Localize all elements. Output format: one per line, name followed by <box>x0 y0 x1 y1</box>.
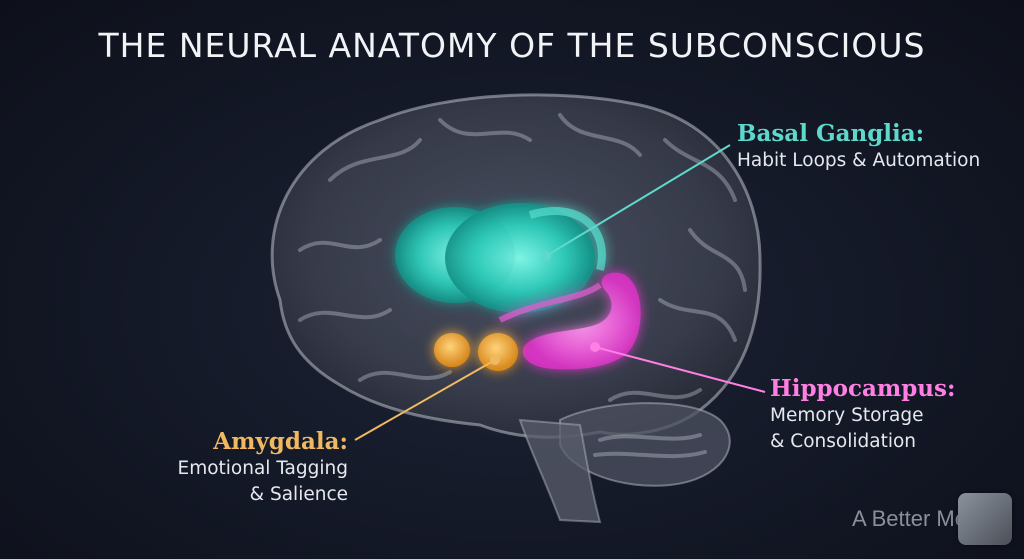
basal-ganglia-dot <box>541 251 551 261</box>
watermark-logo <box>958 493 1012 545</box>
amygdala-heading: Amygdala: <box>213 428 348 455</box>
basal-ganglia-heading: Basal Ganglia: <box>737 120 925 147</box>
amygdala-label: Amygdala: Emotional Tagging & Salience <box>150 428 349 508</box>
basal-ganglia-body <box>445 203 595 313</box>
amygdala-dot <box>490 355 500 365</box>
hippocampus-connector <box>594 346 766 393</box>
hippocampus-heading: Hippocampus: <box>770 375 956 402</box>
basal-ganglia-connector <box>545 144 731 257</box>
basal-ganglia-label: Basal Ganglia: Habit Loops & Automation <box>737 120 980 174</box>
brainstem-shape <box>518 418 602 524</box>
amygdala-description-line2: & Salience <box>249 484 348 505</box>
hippocampus-description-line2: & Consolidation <box>770 431 917 452</box>
amygdala-right <box>478 333 518 371</box>
hippocampus-dot <box>590 342 600 352</box>
amygdala-description-line1: Emotional Tagging <box>177 458 349 479</box>
amygdala-left <box>434 333 470 367</box>
diagram-title: THE NEURAL ANATOMY OF THE SUBCONSCIOUS <box>98 26 926 65</box>
watermark-text: A Better Me <box>852 506 967 531</box>
cerebellum-shape <box>559 402 731 487</box>
hippocampus-label: Hippocampus: Memory Storage & Consolidat… <box>770 375 955 455</box>
amygdala-connector <box>354 359 496 441</box>
hippocampus-description-line1: Memory Storage <box>770 405 924 426</box>
hippocampus-shape <box>522 272 641 370</box>
basal-ganglia-description: Habit Loops & Automation <box>737 150 981 171</box>
